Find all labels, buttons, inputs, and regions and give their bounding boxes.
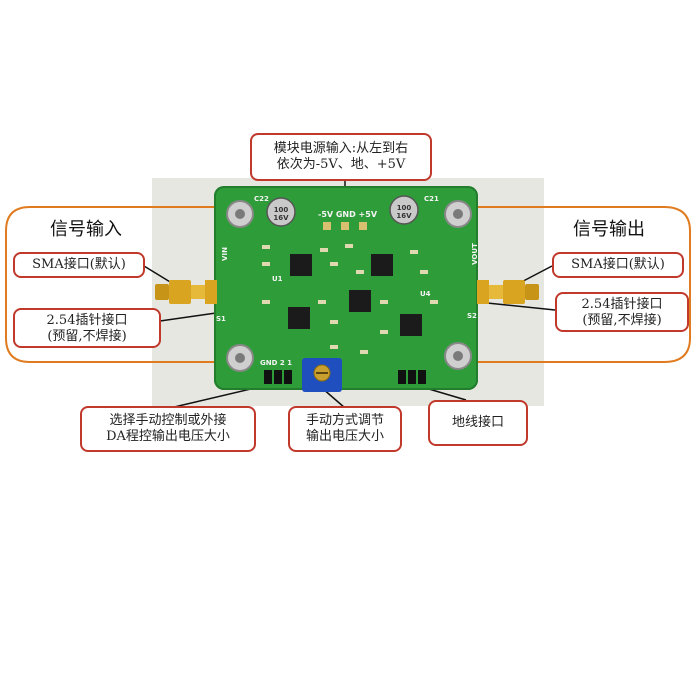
manual-adjust-line2: 输出电压大小 (305, 429, 384, 444)
signal-output-title: 信号输出 (573, 219, 645, 240)
manual-adjust-line1: 手动方式调节 (305, 413, 384, 428)
mode-select-line2: DA程控输出电压大小 (106, 429, 230, 444)
power-input-callout: 模块电源输入:从左到右 依次为-5V、地、+5V (250, 133, 432, 181)
manual-adjust-callout: 手动方式调节 输出电压大小 (288, 406, 402, 452)
signal-input-title: 信号输入 (50, 219, 122, 240)
potentiometer (302, 358, 342, 392)
pin-output-line2: (预留,不焊接) (582, 313, 662, 328)
output-bracket (465, 206, 691, 363)
pin-headers-bottom (264, 370, 426, 384)
u4-label: U4 (420, 290, 431, 298)
c22-label: C22 (254, 195, 269, 203)
power-callout-line1: 模块电源输入:从左到右 (273, 141, 409, 156)
power-header (323, 222, 367, 230)
c21-label: C21 (424, 195, 439, 203)
pin-output-line1: 2.54插针接口 (581, 297, 663, 312)
smd-parts (262, 244, 438, 354)
power-pins-label: -5V GND +5V (318, 210, 378, 219)
power-callout-line2: 依次为-5V、地、+5V (276, 157, 406, 172)
sma-input-callout: SMA接口(默认) (13, 252, 145, 278)
pcb-board (214, 186, 478, 390)
vin-label: VIN (220, 247, 229, 261)
s1-label: S1 (216, 315, 226, 323)
mode-select-callout: 选择手动控制或外接 DA程控输出电压大小 (80, 406, 256, 452)
ic-chips (288, 254, 422, 336)
sma-output-callout: SMA接口(默认) (552, 252, 684, 278)
pin-output-callout: 2.54插针接口 (预留,不焊接) (555, 292, 689, 332)
vout-label: VOUT (470, 243, 479, 265)
cap-b-label: 100 16V (396, 204, 412, 220)
pin-input-line2: (预留,不焊接) (47, 329, 127, 344)
u1-label: U1 (272, 275, 283, 283)
pin-input-line1: 2.54插针接口 (46, 313, 128, 328)
gnd-row-label: GND 2 1 (260, 359, 293, 367)
ground-callout: 地线接口 (428, 400, 528, 446)
sma-output-connector (477, 280, 539, 304)
s2-label: S2 (467, 312, 477, 320)
electrolytic-capacitors (266, 195, 419, 227)
mounting-holes (226, 200, 472, 372)
sma-input-connector (155, 280, 217, 304)
input-bracket (5, 206, 220, 363)
pin-input-callout: 2.54插针接口 (预留,不焊接) (13, 308, 161, 348)
cap-a-label: 100 16V (273, 206, 289, 222)
mode-select-line1: 选择手动控制或外接 (109, 413, 227, 428)
